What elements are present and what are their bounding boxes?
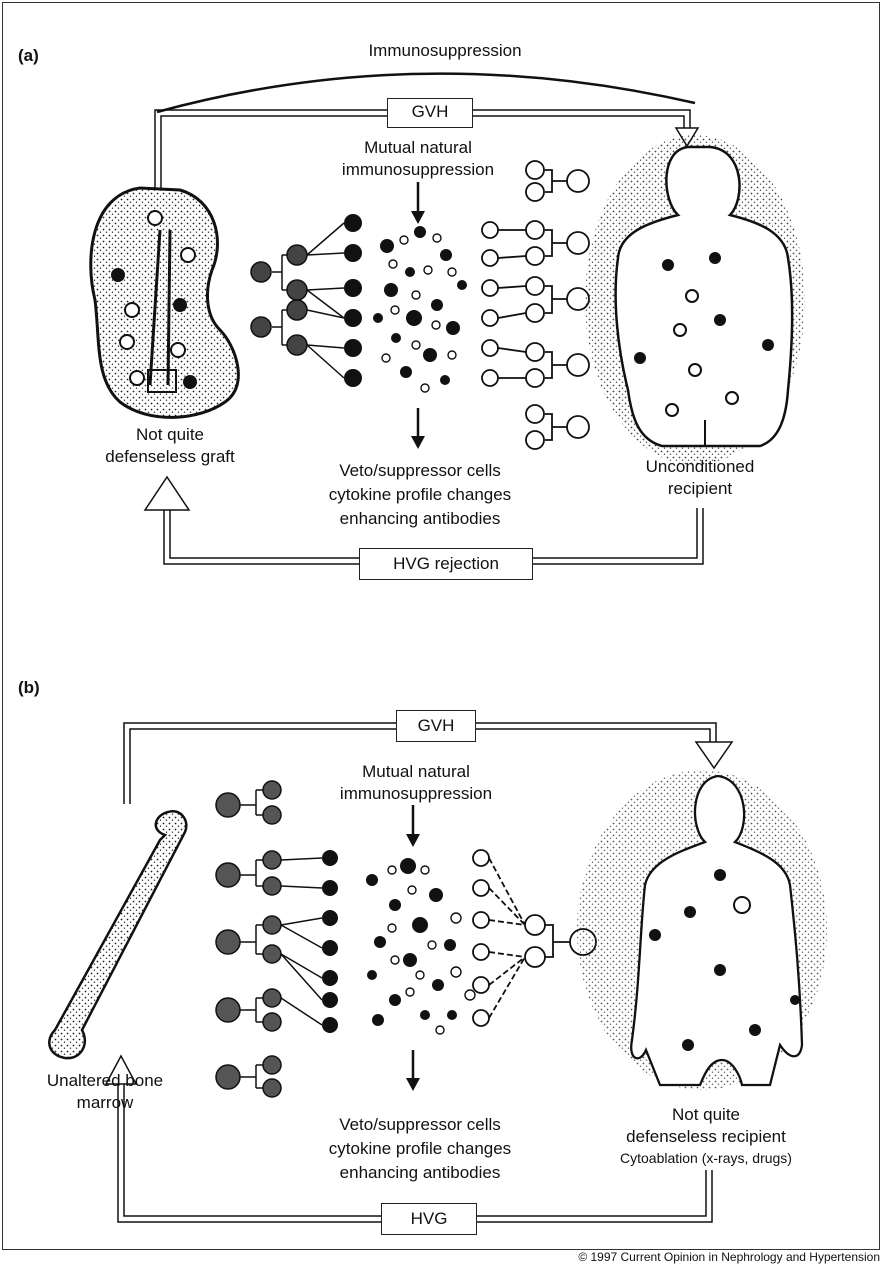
mixed-cell-cloud-b — [366, 858, 475, 1034]
gvh-box-b: GVH — [396, 710, 476, 742]
panel-b-letter: (b) — [18, 678, 40, 698]
center-title-a-line1: Mutual natural — [298, 137, 538, 159]
recipient-label-b-line3: Cytoablation (x-rays, drugs) — [596, 1149, 816, 1167]
center-title-a-line2: immunosuppression — [298, 159, 538, 181]
bone-label-line1: Unaltered bone — [15, 1070, 195, 1092]
recipient-body-b — [577, 770, 827, 1090]
bone-label-line2: marrow — [15, 1092, 195, 1114]
hvg-arrowhead-a — [145, 477, 189, 510]
recipient-cells-a — [482, 161, 589, 449]
recipient-label-b-line1: Not quite — [606, 1104, 806, 1126]
copyright-notice: © 1997 Current Opinion in Nephrology and… — [578, 1250, 880, 1264]
recipient-label-b-line2: defenseless recipient — [596, 1126, 816, 1148]
graft-label-line1: Not quite — [70, 424, 270, 446]
recipient-body-a — [585, 135, 805, 465]
gvh-arrowhead-b — [696, 742, 732, 768]
kidney-graft — [91, 188, 239, 417]
center-title-b-line2: immunosuppression — [296, 783, 536, 805]
recipient-label-a-line1: Unconditioned — [600, 456, 800, 478]
gvh-box-a: GVH — [387, 98, 473, 128]
hvg-box-b: HVG — [381, 1203, 477, 1235]
immunosuppression-label: Immunosuppression — [330, 40, 560, 62]
panel-a-letter: (a) — [18, 46, 39, 66]
donor-cells-b — [216, 781, 338, 1097]
center-bottom-b-line1: Veto/suppressor cells — [290, 1114, 550, 1136]
bone-marrow — [49, 811, 186, 1058]
center-bottom-a-line3: enhancing antibodies — [280, 508, 560, 530]
donor-cells-a — [251, 214, 362, 387]
center-title-b-line1: Mutual natural — [296, 761, 536, 783]
recipient-label-a-line2: recipient — [600, 478, 800, 500]
center-bottom-a-line2: cytokine profile changes — [280, 484, 560, 506]
mixed-cell-cloud-a — [373, 226, 467, 392]
hvg-rejection-box: HVG rejection — [359, 548, 533, 580]
center-bottom-b-line2: cytokine profile changes — [280, 1138, 560, 1160]
center-bottom-b-line3: enhancing antibodies — [280, 1162, 560, 1184]
graft-label-line2: defenseless graft — [70, 446, 270, 468]
center-bottom-a-line1: Veto/suppressor cells — [290, 460, 550, 482]
